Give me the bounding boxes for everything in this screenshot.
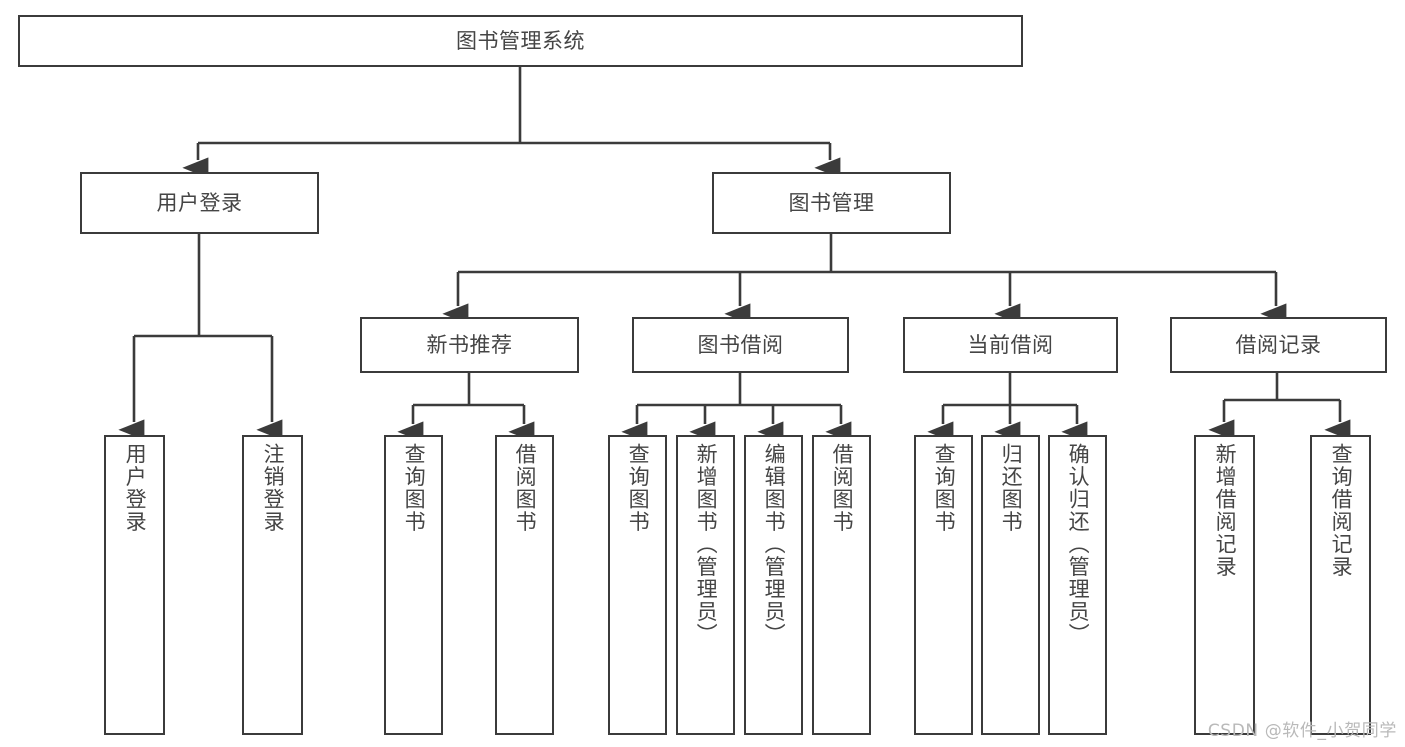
node-leaf-query-record-label: 查询借阅记录 (1329, 443, 1354, 578)
node-book-borrow[interactable]: 图书借阅 (632, 317, 849, 373)
node-book-manage-label: 图书管理 (788, 190, 875, 215)
csdn-watermark: CSDN @软件_小贺同学 (1207, 721, 1397, 741)
node-borrow-record[interactable]: 借阅记录 (1170, 317, 1387, 373)
node-leaf-edit-book[interactable]: 编辑图书（管理员） (744, 435, 803, 735)
node-borrow-record-label: 借阅记录 (1235, 332, 1322, 357)
node-leaf-logout-label: 注销登录 (261, 443, 286, 533)
node-leaf-query-book-3-label: 查询图书 (932, 443, 957, 533)
node-leaf-return-book[interactable]: 归还图书 (981, 435, 1040, 735)
node-leaf-query-book-2-label: 查询图书 (626, 443, 651, 533)
node-leaf-add-book-label: 新增图书（管理员） (694, 443, 719, 646)
node-leaf-add-book[interactable]: 新增图书（管理员） (676, 435, 735, 735)
node-leaf-query-record[interactable]: 查询借阅记录 (1310, 435, 1371, 735)
node-root[interactable]: 图书管理系统 (18, 15, 1023, 67)
node-user-login-label: 用户登录 (156, 190, 243, 215)
node-leaf-edit-book-label: 编辑图书（管理员） (762, 443, 787, 646)
node-leaf-confirm-return[interactable]: 确认归还（管理员） (1048, 435, 1107, 735)
node-book-borrow-label: 图书借阅 (697, 332, 784, 357)
node-new-book-rec-label: 新书推荐 (426, 332, 513, 357)
node-user-login[interactable]: 用户登录 (80, 172, 319, 234)
node-leaf-user-login-label: 用户登录 (123, 443, 148, 533)
node-current-borrow-label: 当前借阅 (967, 332, 1054, 357)
node-leaf-query-book-1-label: 查询图书 (402, 443, 427, 533)
node-leaf-borrow-book-1-label: 借阅图书 (513, 443, 538, 533)
node-leaf-add-record-label: 新增借阅记录 (1213, 443, 1238, 578)
node-leaf-logout[interactable]: 注销登录 (242, 435, 303, 735)
node-leaf-add-record[interactable]: 新增借阅记录 (1194, 435, 1255, 735)
node-leaf-confirm-return-label: 确认归还（管理员） (1066, 443, 1091, 646)
node-leaf-borrow-book-2[interactable]: 借阅图书 (812, 435, 871, 735)
node-leaf-borrow-book-1[interactable]: 借阅图书 (495, 435, 554, 735)
node-leaf-return-book-label: 归还图书 (999, 443, 1024, 533)
node-current-borrow[interactable]: 当前借阅 (903, 317, 1118, 373)
node-leaf-query-book-2[interactable]: 查询图书 (608, 435, 667, 735)
node-leaf-query-book-1[interactable]: 查询图书 (384, 435, 443, 735)
node-root-label: 图书管理系统 (456, 28, 585, 53)
node-book-manage[interactable]: 图书管理 (712, 172, 951, 234)
node-leaf-user-login[interactable]: 用户登录 (104, 435, 165, 735)
node-new-book-rec[interactable]: 新书推荐 (360, 317, 579, 373)
node-leaf-query-book-3[interactable]: 查询图书 (914, 435, 973, 735)
node-leaf-borrow-book-2-label: 借阅图书 (830, 443, 855, 533)
